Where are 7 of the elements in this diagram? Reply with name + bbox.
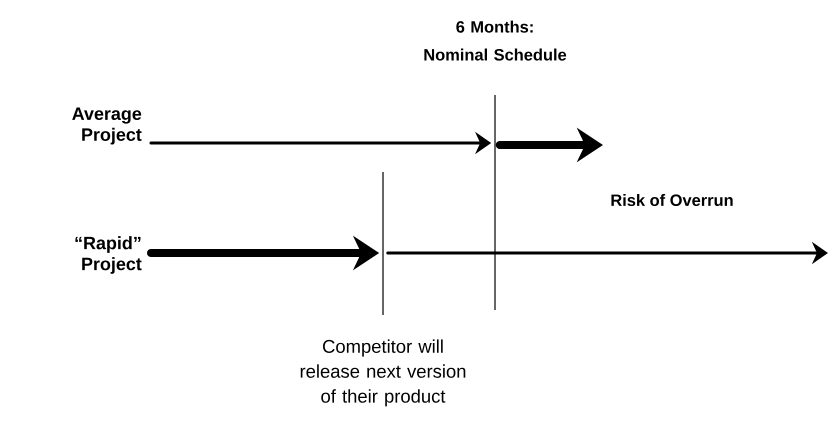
vertical-line — [494, 95, 496, 310]
row-label: “Rapid” Project — [75, 236, 142, 274]
annotation-text: Risk of Overrun — [611, 194, 733, 206]
vertical-line — [382, 172, 384, 315]
milestone-label: 6 Months: Nominal Schedule — [424, 20, 566, 61]
row-label: Average Project — [72, 108, 142, 144]
milestone-label: Competitor will release next version of their product — [300, 339, 466, 406]
